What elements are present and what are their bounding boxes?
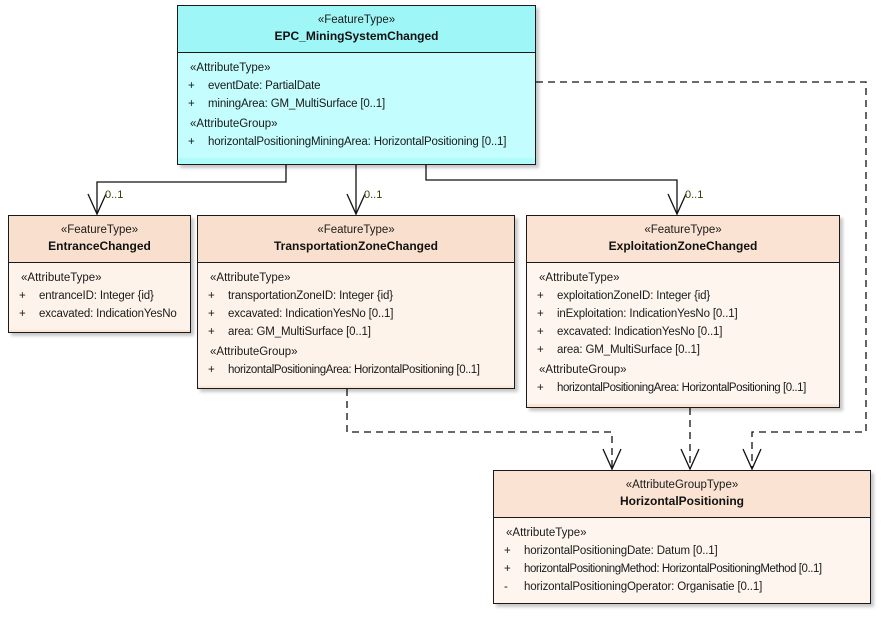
attribute-text: transportationZoneID: Integer {id} [228,290,393,302]
compartment-group-label: «AttributeGroup» [210,346,298,358]
attribute-text: horizontalPositioningArea: HorizontalPos… [557,382,806,394]
attribute-row[interactable]: + excavated: IndicationYesNo [9,305,190,323]
attribute-text: excavated: IndicationYesNo [39,308,177,320]
class-name: EntranceChanged [48,239,151,253]
attribute-visibility: + [537,290,544,302]
attribute-text: excavated: IndicationYesNo [0..1] [557,326,723,338]
attribute-text: horizontalPositioningDate: Datum [0..1] [524,545,718,557]
attribute-visibility: + [19,290,26,302]
compartment-group-label: «AttributeType» [539,272,620,284]
class-body: «AttributeType» + eventDate: PartialDate… [178,53,535,158]
compartment-group-label: «AttributeType» [210,272,291,284]
compartment-group-label: «AttributeType» [21,272,102,284]
attribute-visibility: + [537,344,544,356]
attribute-visibility: + [188,80,195,92]
attribute-text: inExploitation: IndicationYesNo [0..1] [557,308,738,320]
attribute-visibility: + [208,326,215,338]
attribute-visibility: - [504,581,508,593]
attribute-text: entranceID: Integer {id} [39,290,154,302]
class-exploitationzonechanged[interactable]: «FeatureType» ExploitationZoneChanged «A… [526,215,840,408]
assoc-transportationzone-connector[interactable] [346,164,366,216]
class-stereotype: «AttributeGroupType» [625,479,739,491]
attribute-text: horizontalPositioningMiningArea: Horizon… [208,136,507,148]
class-name: HorizontalPositioning [620,494,744,508]
class-entrancechanged[interactable]: «FeatureType» EntranceChanged «Attribute… [8,215,191,333]
attribute-row[interactable]: - horizontalPositioningOperator: Organis… [494,578,870,596]
class-header: «AttributeGroupType» HorizontalPositioni… [494,471,870,518]
class-stereotype: «FeatureType» [317,14,396,26]
compartment-group-label: «AttributeType» [190,62,271,74]
class-body: «AttributeType» + transportationZoneID: … [198,263,514,386]
attribute-text: horizontalPositioningArea: HorizontalPos… [228,364,480,376]
attribute-row[interactable]: + miningArea: GM_MultiSurface [0..1] [178,95,535,113]
attribute-text: area: GM_MultiSurface [0..1] [557,344,700,356]
class-body: «AttributeType» + exploitationZoneID: In… [527,263,839,404]
assoc-transportationzone-multiplicity: 0..1 [364,189,383,201]
attribute-row[interactable]: + exploitationZoneID: Integer {id} [527,287,839,305]
class-stereotype: «FeatureType» [317,224,395,236]
attribute-row[interactable]: + area: GM_MultiSurface [0..1] [527,341,839,359]
class-body: «AttributeType» + entranceID: Integer {i… [9,263,190,330]
attribute-visibility: + [188,136,195,148]
class-name: TransportationZoneChanged [273,239,438,253]
attribute-text: excavated: IndicationYesNo [0..1] [228,308,394,320]
attribute-row[interactable]: + horizontalPositioningMiningArea: Horiz… [178,133,535,151]
attribute-visibility: + [537,308,544,320]
compartment-group-label: «AttributeGroup» [190,118,278,130]
attribute-visibility: + [537,382,544,394]
dep-exploitationzone-hp-connector[interactable] [680,408,700,471]
attribute-visibility: + [537,326,544,338]
class-body: «AttributeType» + horizontalPositioningD… [494,518,870,603]
assoc-entrance-multiplicity: 0..1 [105,189,124,201]
attribute-row[interactable]: + inExploitation: IndicationYesNo [0..1] [527,305,839,323]
class-stereotype: «FeatureType» [60,224,139,236]
class-header: «FeatureType» EntranceChanged [9,216,190,263]
attribute-visibility: + [504,545,511,557]
assoc-exploitationzone-connector[interactable] [425,164,687,216]
attribute-row[interactable]: + transportationZoneID: Integer {id} [198,287,514,305]
attribute-visibility: + [504,563,511,575]
class-horizontalpositioning[interactable]: «AttributeGroupType» HorizontalPositioni… [493,470,871,604]
attribute-visibility: + [208,364,215,376]
class-name: EPC_MiningSystemChanged [274,29,439,43]
attribute-row[interactable]: + area: GM_MultiSurface [0..1] [198,323,514,341]
attribute-text: eventDate: PartialDate [208,80,321,92]
attribute-row[interactable]: + horizontalPositioningArea: HorizontalP… [198,361,514,379]
attribute-text: horizontalPositioningMethod: HorizontalP… [524,563,822,575]
attribute-row[interactable]: + eventDate: PartialDate [178,77,535,95]
attribute-visibility: + [188,98,195,110]
attribute-row[interactable]: + horizontalPositioningArea: HorizontalP… [527,379,839,397]
compartment-group-label: «AttributeGroup» [539,364,627,376]
assoc-exploitationzone-multiplicity: 0..1 [685,189,704,201]
class-header: «FeatureType» EPC_MiningSystemChanged [178,6,535,53]
attribute-row[interactable]: + horizontalPositioningDate: Datum [0..1… [494,542,870,560]
attribute-text: area: GM_MultiSurface [0..1] [228,326,371,338]
class-header: «FeatureType» ExploitationZoneChanged [527,216,839,263]
compartment-group-label: «AttributeType» [506,527,587,539]
attribute-visibility: + [19,308,26,320]
attribute-text: miningArea: GM_MultiSurface [0..1] [208,98,386,110]
attribute-row[interactable]: + horizontalPositioningMethod: Horizonta… [494,560,870,578]
attribute-row[interactable]: + excavated: IndicationYesNo [0..1] [527,323,839,341]
attribute-row[interactable]: + entranceID: Integer {id} [9,287,190,305]
class-header: «FeatureType» TransportationZoneChanged [198,216,514,263]
class-transportationzonechanged[interactable]: «FeatureType» TransportationZoneChanged … [197,215,515,389]
class-stereotype: «FeatureType» [644,224,722,236]
attribute-text: horizontalPositioningOperator: Organisat… [524,581,763,593]
class-name: ExploitationZoneChanged [608,239,758,253]
attribute-text: exploitationZoneID: Integer {id} [557,290,711,302]
attribute-row[interactable]: + excavated: IndicationYesNo [0..1] [198,305,514,323]
class-epc-miningsystemchanged[interactable]: «FeatureType» EPC_MiningSystemChanged «A… [177,5,536,165]
attribute-visibility: + [208,308,215,320]
attribute-visibility: + [208,290,215,302]
